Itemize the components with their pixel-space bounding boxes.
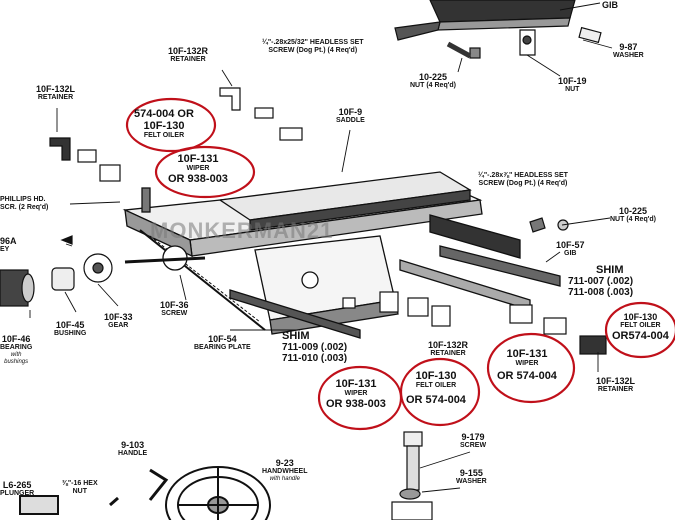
handwheel-drawing — [19, 466, 271, 520]
circle-felt-oiler-top — [125, 97, 217, 153]
leader-lines — [29, 2, 613, 493]
annot-felt-oiler-top: 574-004 OR 10F-130 FELT OILER — [134, 108, 194, 139]
label-phillips: PHILLIPS HD.SCR. (2 Req'd) — [0, 196, 49, 211]
annot-wiper-mid: 10F-131 WIPER OR 938-003 — [326, 378, 386, 410]
watermark: MONKERMAN21 — [150, 218, 334, 243]
annot-felt-oiler-mid: 10F-130 FELT OILER OR 574-004 — [406, 370, 466, 406]
lower-parts-drawing — [342, 217, 607, 355]
label-shim-mid: SHIM 711-009 (.002) 711-010 (.003) — [282, 330, 348, 364]
circle-wiper-top — [154, 145, 256, 199]
label-set-screw-right: ¼"-.28x⅞" HEADLESS SET SCREW (Dog Pt.) (… — [478, 172, 568, 187]
annot-wiper-top: 10F-131 WIPER OR 938-003 — [168, 153, 228, 185]
gib-top-drawing — [394, 0, 576, 41]
bottom-hardware-drawing — [391, 431, 433, 520]
circle-wiper-right — [486, 332, 576, 404]
label-set-screw-top: ¼"-.28x25/32" HEADLESS SET SCREW (Dog Pt… — [262, 39, 364, 54]
small-parts-top — [446, 26, 602, 59]
label-gib-top: GIB — [602, 0, 619, 10]
retainer-parts-top — [49, 87, 303, 182]
label-shim-right: SHIM 711-007 (.002) 711-008 (.003) — [568, 264, 634, 298]
circle-felt-oiler-mid — [399, 357, 481, 427]
circle-felt-oiler-right — [604, 301, 675, 359]
left-hardware-drawing — [0, 235, 206, 307]
highlight-circles — [125, 97, 675, 431]
saddle-drawing — [122, 171, 561, 339]
label-wiper-right: 10F-131 WIPER OR 574-004 — [497, 348, 557, 382]
